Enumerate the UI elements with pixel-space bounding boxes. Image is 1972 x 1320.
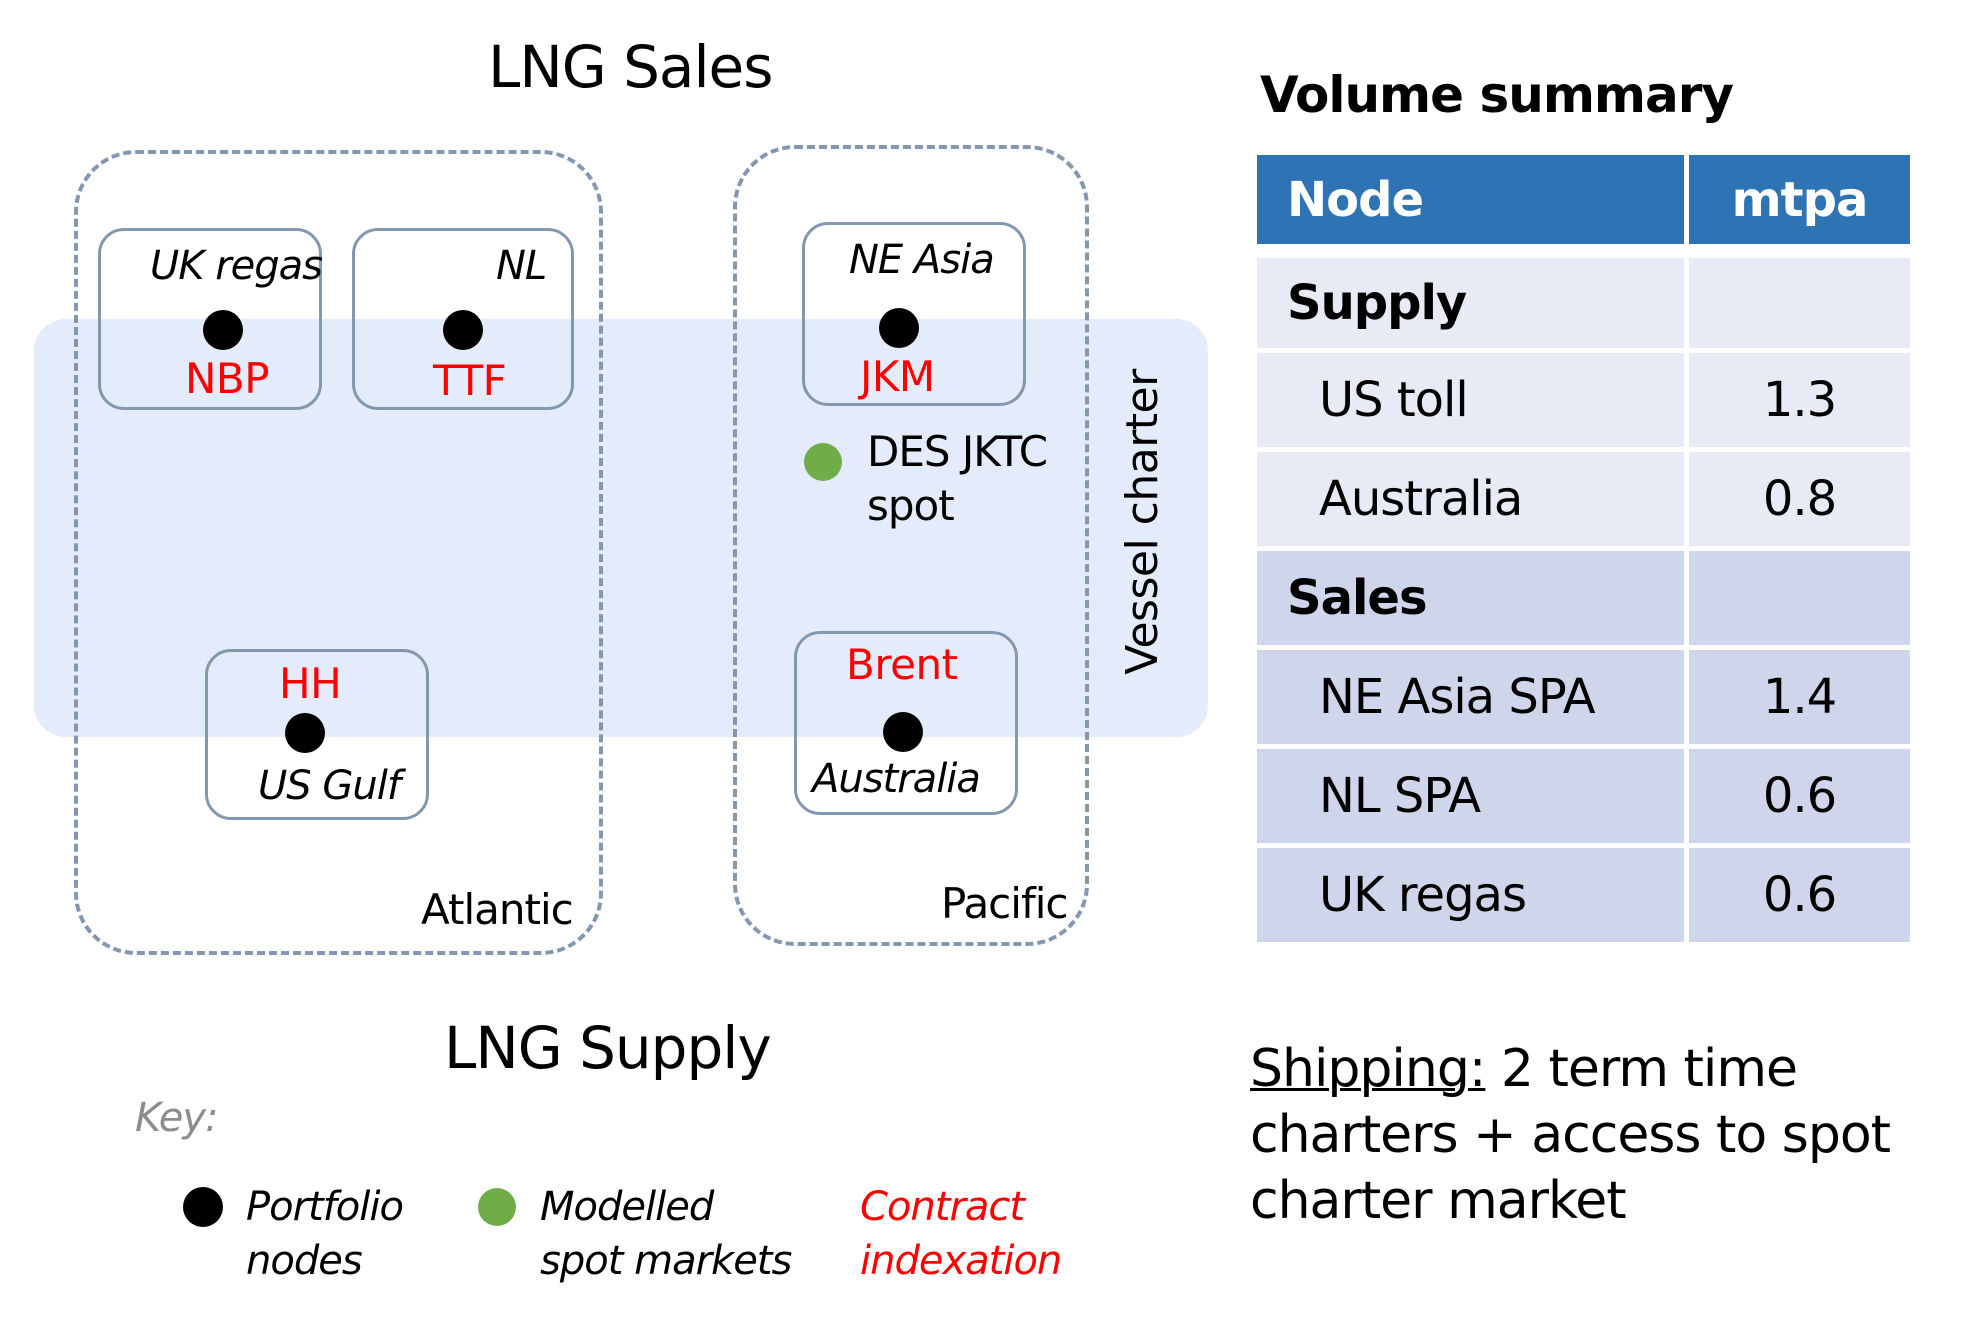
node-location-uk-regas: UK regas	[150, 243, 323, 289]
section-row-sales-value	[1689, 551, 1910, 645]
node-ne-asia	[802, 222, 1026, 406]
portfolio-node-dot	[879, 308, 919, 348]
table-row-node: Australia	[1257, 452, 1684, 546]
legend-contract-line2: indexation	[860, 1238, 1062, 1284]
index-jkm: JKM	[860, 352, 935, 401]
section-row-sales: Sales	[1257, 551, 1684, 645]
table-row-node: UK regas	[1257, 848, 1684, 942]
legend-modelled-line2: spot markets	[540, 1238, 792, 1284]
spot-market-label-line2: spot	[867, 481, 955, 530]
table-row-mtpa: 0.6	[1689, 848, 1910, 942]
legend-contract-line1: Contract	[860, 1184, 1025, 1230]
spot-market-label-line1: DES JKTC	[867, 427, 1048, 476]
node-australia	[794, 631, 1018, 815]
table-row-node: NE Asia SPA	[1257, 650, 1684, 744]
node-location-nl: NL	[496, 243, 547, 289]
portfolio-node-dot	[285, 713, 325, 753]
shipping-label: Shipping:	[1250, 1039, 1486, 1099]
legend-portfolio-nodes: Portfolio nodes	[246, 1180, 404, 1288]
node-location-australia: Australia	[812, 756, 981, 802]
column-header-mtpa: mtpa	[1689, 155, 1910, 244]
node-us-gulf	[205, 649, 429, 820]
legend-contract-indexation: Contract indexation	[860, 1180, 1062, 1288]
vessel-charter-label: Vessel charter	[1117, 369, 1168, 675]
table-row-mtpa: 1.3	[1689, 353, 1910, 447]
volume-summary-title: Volume summary	[1260, 66, 1734, 124]
index-hh: HH	[279, 659, 342, 708]
legend-portfolio-line1: Portfolio	[246, 1184, 404, 1230]
portfolio-node-dot	[203, 310, 243, 350]
section-row-supply: Supply	[1257, 258, 1684, 348]
spot-market-dot	[804, 443, 842, 481]
lng-supply-title: LNG Supply	[444, 1014, 772, 1082]
legend-black-dot-icon	[183, 1187, 223, 1227]
legend-portfolio-line2: nodes	[246, 1238, 363, 1284]
atlantic-label: Atlantic	[421, 885, 574, 934]
index-brent: Brent	[846, 640, 958, 689]
key-title: Key:	[135, 1095, 219, 1141]
index-nbp: NBP	[185, 354, 270, 403]
table-row-mtpa: 0.8	[1689, 452, 1910, 546]
atlantic-region	[74, 150, 603, 955]
node-nl	[352, 228, 574, 410]
legend-modelled-spot-markets: Modelled spot markets	[540, 1180, 792, 1288]
section-row-supply-value	[1689, 258, 1910, 348]
legend-modelled-line1: Modelled	[540, 1184, 714, 1230]
table-row-mtpa: 0.6	[1689, 749, 1910, 843]
table-row-node: NL SPA	[1257, 749, 1684, 843]
table-row-node: US toll	[1257, 353, 1684, 447]
portfolio-node-dot	[883, 712, 923, 752]
legend-green-dot-icon	[478, 1188, 516, 1226]
column-header-node: Node	[1257, 155, 1684, 244]
pacific-region	[733, 145, 1089, 946]
shipping-text: 2 term time charters + access to spot ch…	[1250, 1039, 1891, 1231]
node-location-us-gulf: US Gulf	[258, 763, 401, 809]
portfolio-node-dot	[443, 310, 483, 350]
pacific-label: Pacific	[941, 879, 1068, 928]
index-ttf: TTF	[433, 356, 507, 405]
shipping-note: Shipping: 2 term time charters + access …	[1250, 1036, 1950, 1234]
node-location-ne-asia: NE Asia	[849, 237, 995, 283]
lng-sales-title: LNG Sales	[488, 33, 773, 101]
table-row-mtpa: 1.4	[1689, 650, 1910, 744]
node-uk-regas	[98, 228, 322, 410]
